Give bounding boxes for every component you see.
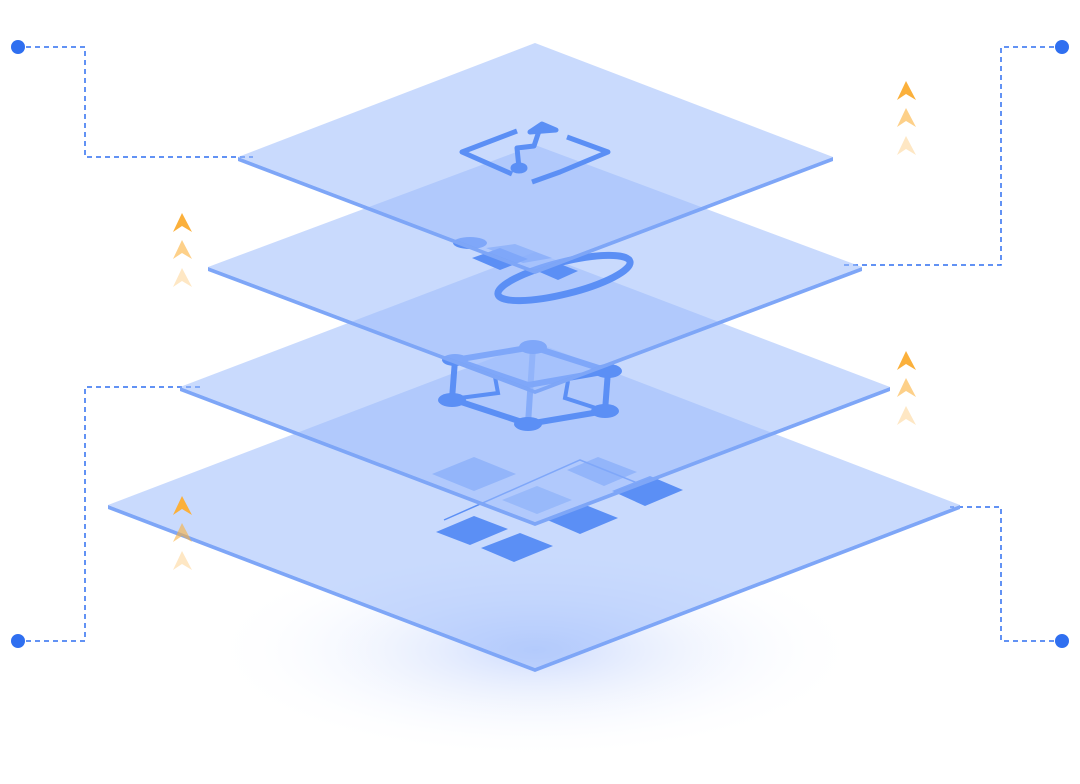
connector-top-right [843,46,1054,266]
up-arrows-upper-left [173,213,192,287]
chevron-up-icon [897,378,916,397]
chevron-up-icon [173,551,192,570]
connector-dot-top-left [11,40,25,54]
up-arrows-top-right [897,81,916,155]
chevron-up-icon [897,351,916,370]
connector-dot-top-right [1055,40,1069,54]
connector-dot-bottom-right [1055,634,1069,648]
chevron-up-icon [897,136,916,155]
chevron-up-icon [897,406,916,425]
chevron-up-icon [173,496,192,515]
up-arrows-lower-right [897,351,916,425]
chevron-up-icon [173,268,192,287]
chevron-up-icon [173,240,192,259]
layer-top [238,43,833,274]
chevron-up-icon [173,213,192,232]
chart-growth-icon [459,121,611,185]
connectors [26,46,1054,642]
chevron-up-icon [897,108,916,127]
connector-top-left [26,46,253,158]
connector-bottom-right [950,506,1054,642]
connector-dot-bottom-left [11,634,25,648]
up-arrows-lower-left [173,496,192,570]
connector-bottom-left [26,386,203,642]
chevron-up-icon [173,523,192,542]
chevron-up-icon [897,81,916,100]
